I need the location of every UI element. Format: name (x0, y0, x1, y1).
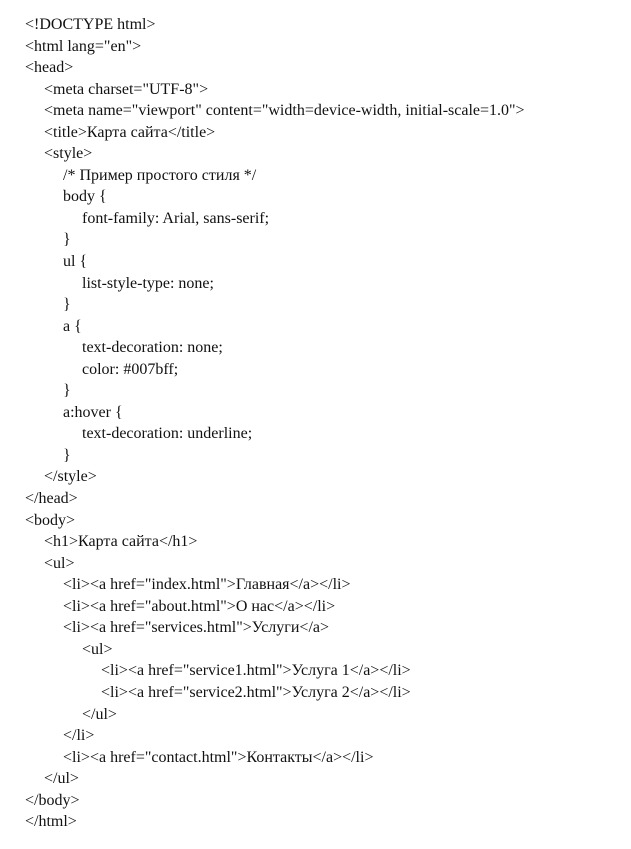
code-line: </html> (25, 813, 77, 831)
code-line: <meta name="viewport" content="width=dev… (44, 102, 525, 120)
code-line: <li><a href="services.html">Услуги</a> (63, 619, 330, 637)
code-line: } (63, 382, 71, 400)
code-line: } (63, 296, 71, 314)
code-line: text-decoration: underline; (82, 425, 253, 443)
code-line: a:hover { (63, 403, 123, 421)
code-line: <li><a href="about.html">О нас</a></li> (63, 597, 336, 615)
code-line: body { (63, 188, 107, 206)
code-line: } (63, 446, 71, 464)
code-listing: <!DOCTYPE html> <html lang="en"> <head> … (0, 14, 631, 833)
code-line: <li><a href="contact.html">Контакты</a><… (63, 748, 374, 766)
code-line: <li><a href="index.html">Главная</a></li… (63, 576, 351, 594)
code-line: a { (63, 317, 82, 335)
code-line: ul { (63, 253, 88, 271)
code-line: <h1>Карта сайта</h1> (44, 533, 198, 551)
code-line: </li> (63, 727, 95, 745)
code-line: list-style-type: none; (82, 274, 214, 292)
code-line: <title>Карта сайта</title> (44, 123, 216, 141)
code-line: <meta charset="UTF-8"> (44, 80, 209, 98)
code-line: <style> (44, 145, 93, 163)
code-line: } (63, 231, 71, 249)
code-line: <body> (25, 511, 76, 529)
code-line: font-family: Arial, sans-serif; (82, 209, 270, 227)
code-line: <ul> (44, 554, 75, 572)
code-line: <html lang="en"> (25, 37, 142, 55)
code-line: </body> (25, 791, 80, 809)
code-line: color: #007bff; (82, 360, 179, 378)
code-line: <!DOCTYPE html> (25, 16, 156, 33)
code-line: </style> (44, 468, 97, 486)
code-line: </head> (25, 490, 78, 508)
code-line: <li><a href="service1.html">Услуга 1</a>… (101, 662, 411, 680)
code-line: </ul> (82, 705, 117, 723)
code-line: <li><a href="service2.html">Услуга 2</a>… (101, 683, 411, 701)
code-line: </ul> (44, 770, 79, 788)
code-line: text-decoration: none; (82, 339, 223, 357)
code-line: <ul> (82, 640, 113, 658)
code-line: <head> (25, 59, 74, 77)
code-line: /* Пример простого стиля */ (63, 166, 257, 184)
